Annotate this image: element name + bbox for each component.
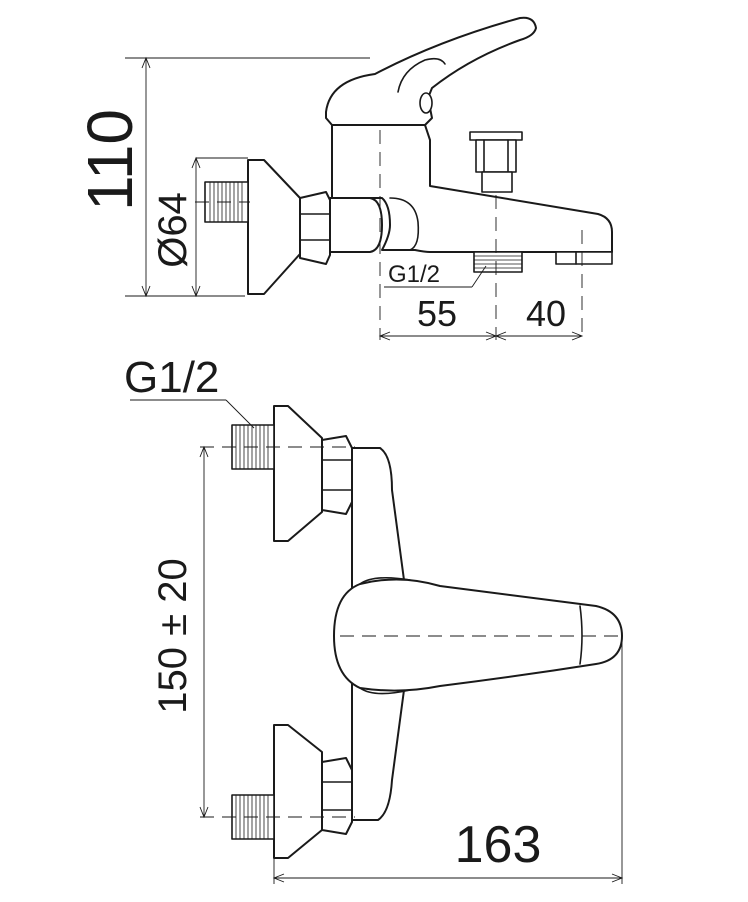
side-diverter-knob <box>469 131 523 193</box>
front-upper-inlet <box>231 405 353 542</box>
side-connection-pipe <box>329 197 383 253</box>
side-wall-flange <box>247 159 301 295</box>
side-view <box>195 16 613 340</box>
side-hose-outlet-thread <box>473 251 523 273</box>
dim-width-163: 163 <box>455 816 542 874</box>
side-mixer-body <box>331 124 613 253</box>
dim-diameter-64: Ø64 <box>151 192 195 268</box>
front-dimension-lines <box>130 399 624 884</box>
side-hex-nut <box>299 191 331 265</box>
side-lever-handle <box>325 16 537 126</box>
dim-thread-top: G1/2 <box>124 353 219 402</box>
side-dimension-lines <box>125 56 584 341</box>
dim-spacing-55: 55 <box>417 293 457 334</box>
front-view <box>200 405 623 859</box>
dim-thread-side: G1/2 <box>388 261 440 288</box>
front-lever-handle <box>333 578 623 692</box>
dim-spacing-40: 40 <box>526 293 566 334</box>
dim-spacing-150: 150 ± 20 <box>151 558 195 713</box>
dim-height-110: 110 <box>74 109 146 211</box>
side-spout-outlet <box>555 251 613 265</box>
front-lower-inlet <box>231 724 353 859</box>
